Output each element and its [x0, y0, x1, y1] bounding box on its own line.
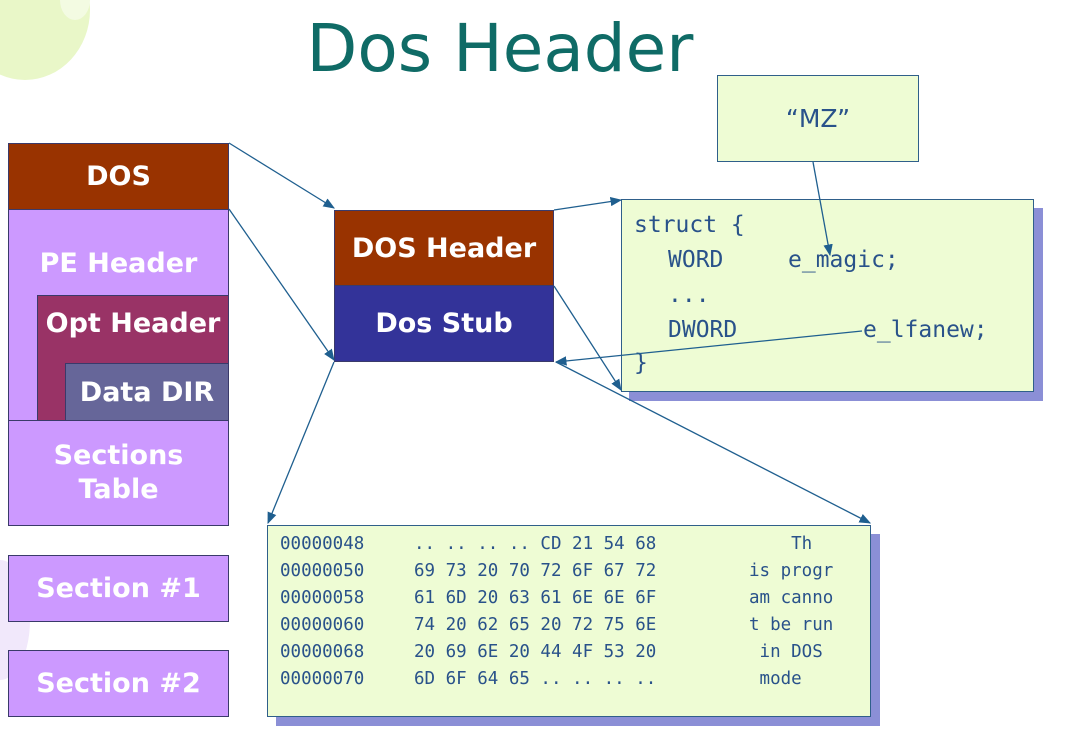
sections-table-label-line1: Sections	[53, 440, 184, 471]
arrow-e-lfanew-to-dos-stub	[554, 330, 863, 366]
struct-dword-field: e_lfanew;	[863, 317, 988, 343]
hex-bytes: 69 73 20 70 72 6F 67 72	[414, 561, 657, 581]
mz-label: “MZ”	[785, 104, 851, 133]
struct-word-type: WORD	[668, 247, 724, 273]
hex-bytes: 6D 6F 64 65 .. .. .. ..	[414, 669, 657, 689]
arrow-dos-header-to-struct	[553, 196, 623, 211]
hex-offset: 00000070	[280, 669, 365, 689]
opt-header-label: Opt Header	[45, 308, 221, 339]
hex-dump-box	[267, 525, 871, 717]
decorative-bubble-small	[60, 0, 90, 20]
struct-word-field: e_magic;	[788, 247, 899, 273]
hex-bytes: 20 69 6E 20 44 4F 53 20	[414, 642, 657, 662]
page-title: Dos Header	[306, 10, 694, 87]
pe-header-label: PE Header	[39, 248, 198, 279]
hex-ascii: Th	[749, 534, 813, 554]
dos-stub-label: Dos Stub	[375, 308, 513, 339]
struct-dword-type: DWORD	[668, 317, 738, 343]
hex-offset: 00000068	[280, 642, 365, 662]
pe-dos-block: DOS	[8, 143, 229, 210]
section-1-block: Section #1	[8, 555, 229, 622]
dos-header-label: DOS Header	[351, 232, 537, 264]
arrow-stub-to-hex-left	[267, 361, 335, 525]
hex-bytes: .. .. .. .. CD 21 54 68	[414, 534, 657, 554]
arrow-dos-to-dos-header	[228, 142, 335, 209]
arrow-stub-to-hex-right	[555, 361, 872, 524]
sections-table-label-line2: Table	[78, 474, 159, 505]
hex-offset: 00000058	[280, 588, 365, 608]
arrow-mz-to-e-magic	[812, 161, 833, 257]
arrow-pe-header-to-dos-stub	[228, 208, 335, 361]
mz-box: “MZ”	[717, 75, 919, 162]
hex-bytes: 61 6D 20 63 61 6E 6E 6F	[414, 588, 657, 608]
struct-ellipsis: ...	[668, 282, 710, 308]
hex-bytes: 74 20 62 65 20 72 75 6E	[414, 615, 657, 635]
dos-stub-block: Dos Stub	[334, 285, 554, 362]
data-dir-block: Data DIR	[65, 363, 229, 421]
struct-line-open: struct {	[634, 212, 745, 238]
hex-offset: 00000060	[280, 615, 365, 635]
hex-ascii: am canno	[749, 588, 834, 608]
section-2-label: Section #2	[36, 668, 201, 699]
hex-ascii: t be run	[749, 615, 834, 635]
hex-ascii: is progr	[749, 561, 834, 581]
hex-offset: 00000048	[280, 534, 365, 554]
struct-box: struct { WORD e_magic; ... DWORD e_lfane…	[621, 199, 1034, 392]
hex-ascii: mode	[749, 669, 802, 689]
pe-dos-label: DOS	[86, 161, 151, 192]
section-2-block: Section #2	[8, 650, 229, 717]
arrow-dos-stub-to-struct-bottom	[553, 285, 622, 391]
hex-offset: 00000050	[280, 561, 365, 581]
sections-table-block: Sections Table	[8, 420, 229, 526]
section-1-label: Section #1	[36, 573, 201, 604]
data-dir-label: Data DIR	[79, 376, 215, 408]
struct-line-close: }	[634, 350, 648, 376]
hex-ascii: in DOS	[749, 642, 823, 662]
dos-header-block: DOS Header	[334, 210, 554, 286]
